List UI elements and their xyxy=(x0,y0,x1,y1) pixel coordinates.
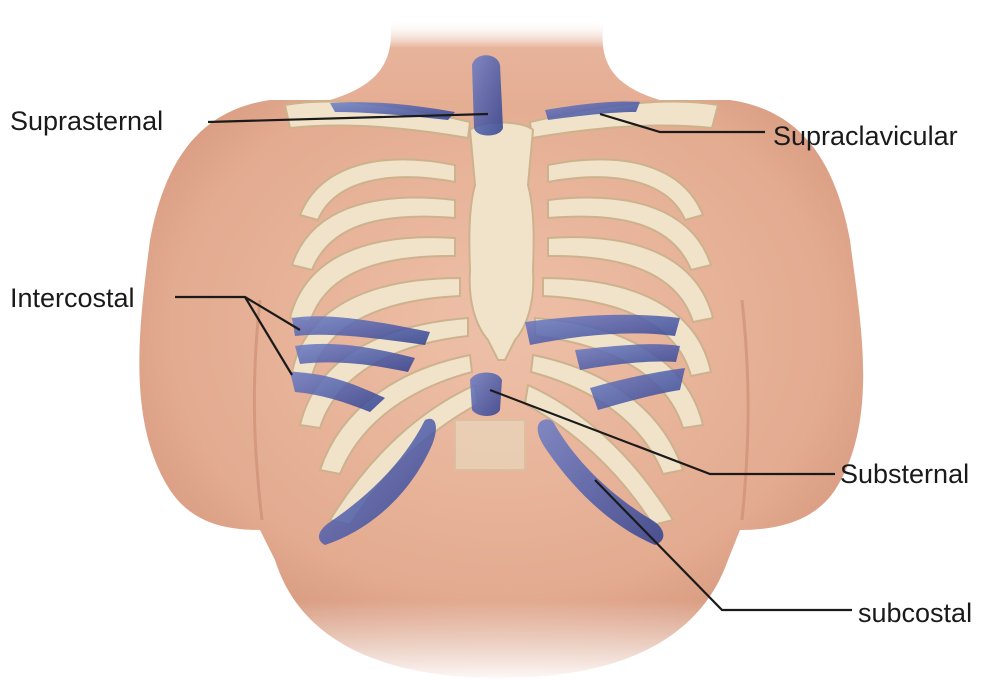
label-subcostal: subcostal xyxy=(858,597,972,629)
label-intercostal: Intercostal xyxy=(10,282,135,314)
label-suprasternal: Suprasternal xyxy=(10,105,163,137)
label-substernal: Substernal xyxy=(840,458,969,490)
substernal-site xyxy=(470,373,502,417)
suprasternal-site xyxy=(472,55,503,135)
sternum xyxy=(469,123,533,361)
label-supraclavicular: Supraclavicular xyxy=(773,120,958,152)
